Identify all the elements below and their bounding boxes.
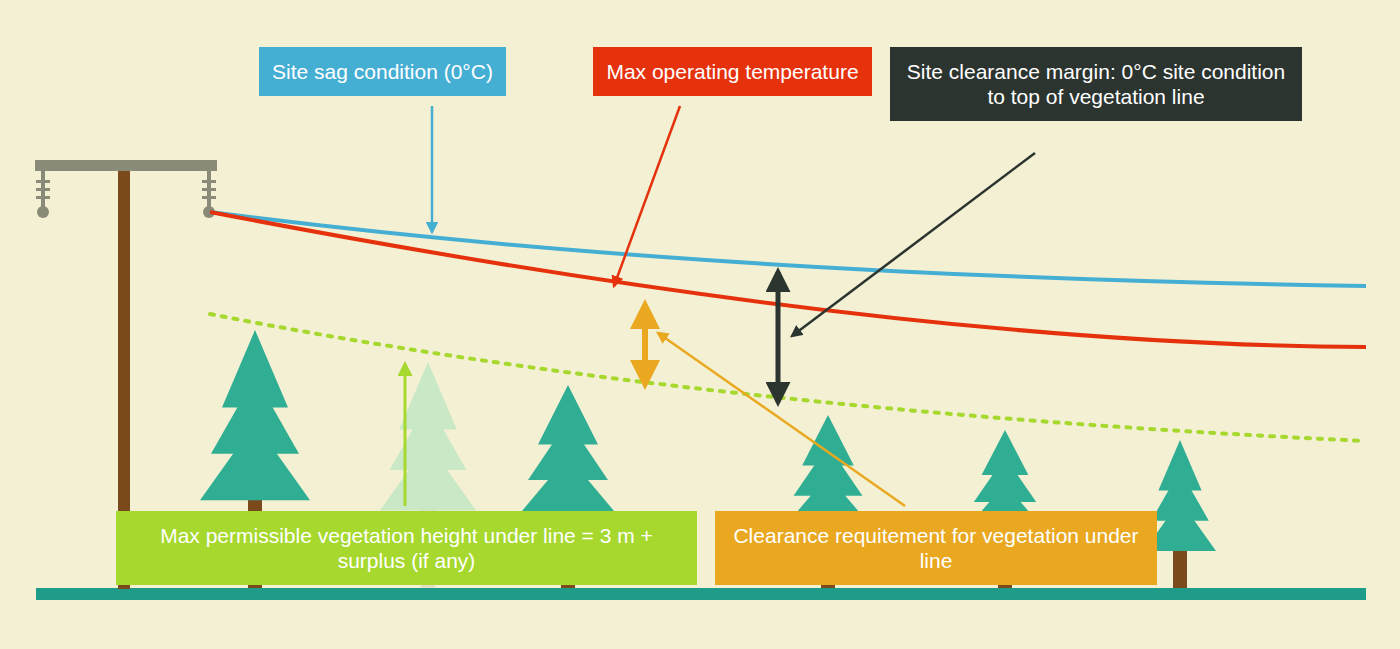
- sag-curve-0c: [210, 212, 1366, 286]
- clearance-requirement-arrow: [642, 305, 648, 384]
- insulator: [36, 171, 50, 218]
- leader-line: [658, 333, 905, 506]
- crossarm: [35, 160, 217, 171]
- callout-box: Site clearance margin: 0°C site conditio…: [890, 47, 1302, 121]
- callout-box: Site sag condition (0°C): [259, 47, 506, 96]
- leader-line: [431, 106, 434, 232]
- height-arrow: [404, 364, 407, 506]
- callout-text: Max operating temperature: [605, 59, 860, 84]
- callout-box: Max operating temperature: [593, 47, 872, 96]
- leader-line: [792, 153, 1035, 336]
- callout-text: Site clearance margin: 0°C site conditio…: [902, 59, 1290, 109]
- vegetation-line: [210, 314, 1366, 441]
- callout-box: Max permissible vegetation height under …: [116, 511, 697, 585]
- callout-text: Max permissible vegetation height under …: [128, 523, 685, 573]
- ground-line: [36, 588, 1366, 600]
- sag-curve-max-temp: [210, 212, 1366, 347]
- leader-line: [614, 106, 680, 286]
- callout-text: Site sag condition (0°C): [271, 59, 494, 84]
- callout-text: Clearance requitement for vegetation und…: [727, 523, 1145, 573]
- callout-box: Clearance requitement for vegetation und…: [715, 511, 1157, 585]
- clearance-margin-arrow: [776, 272, 781, 402]
